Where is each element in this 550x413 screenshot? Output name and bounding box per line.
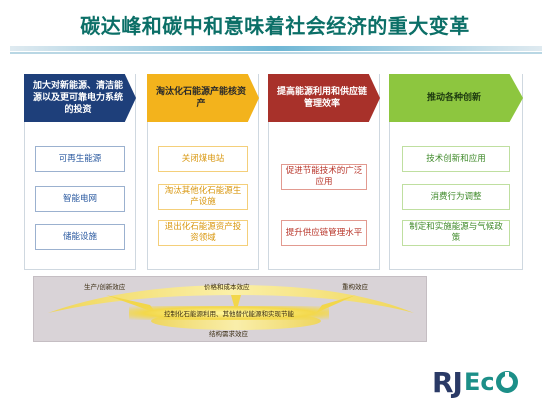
column-header: 淘汰化石能源产能核资产 <box>147 74 259 122</box>
price-effect-label: 价格和成本效应 <box>204 283 250 291</box>
list-item: 淘汰其他化石能源生产设施 <box>158 184 248 210</box>
production-effect-label: 生产/创新效应 <box>84 283 126 291</box>
slide-title: 碳达峰和碳中和意味着社会经济的重大变革 <box>80 14 470 38</box>
rjeco-logo: RJ E c <box>432 360 540 404</box>
list-item: 技术创新和应用 <box>402 146 510 172</box>
logo-e-text: E <box>463 368 481 396</box>
logo-o-icon <box>495 371 518 393</box>
column-innovation: 推动各种创新 技术创新和应用 消费行为调整 制定和实施能源与气候政策 <box>389 74 523 270</box>
center-effect-label: 控制化石能源利用、其他替代能源和实现节能 <box>129 306 329 320</box>
list-item: 智能电网 <box>35 186 125 212</box>
list-item: 提升供应链管理水平 <box>281 220 367 246</box>
column-header: 提高能源利用和供应链管理效率 <box>268 74 380 122</box>
list-item: 消费行为调整 <box>402 184 510 210</box>
rebound-effect-label: 重构效应 <box>342 283 368 291</box>
logo-rj-text: RJ <box>432 365 463 399</box>
column-header: 加大对新能源、清洁能源以及更可靠电力系统的投资 <box>24 74 136 122</box>
list-item: 关闭煤电站 <box>158 146 248 172</box>
structure-effect-label: 结构需求效应 <box>209 330 248 338</box>
title-divider-thin <box>10 52 542 54</box>
list-item: 制定和实施能源与气候政策 <box>402 220 510 246</box>
effects-diagram: 生产/创新效应 价格和成本效应 重构效应 控制化石能源利用、其他替代能源和实现节… <box>33 276 427 342</box>
logo-c-text: c <box>480 368 495 396</box>
column-efficiency: 提高能源利用和供应链管理效率 促进节能技术的广泛应用 提升供应链管理水平 <box>268 74 380 270</box>
title-divider <box>10 46 542 51</box>
list-item: 促进节能技术的广泛应用 <box>281 164 367 190</box>
column-new-energy-investment: 加大对新能源、清洁能源以及更可靠电力系统的投资 可再生能源 智能电网 储能设施 <box>24 74 136 270</box>
list-item: 储能设施 <box>35 224 125 250</box>
column-header: 推动各种创新 <box>389 74 523 122</box>
column-fossil-phaseout: 淘汰化石能源产能核资产 关闭煤电站 淘汰其他化石能源生产设施 退出化石能源资产投… <box>147 74 259 270</box>
list-item: 退出化石能源资产投资领域 <box>158 220 248 246</box>
list-item: 可再生能源 <box>35 146 125 172</box>
